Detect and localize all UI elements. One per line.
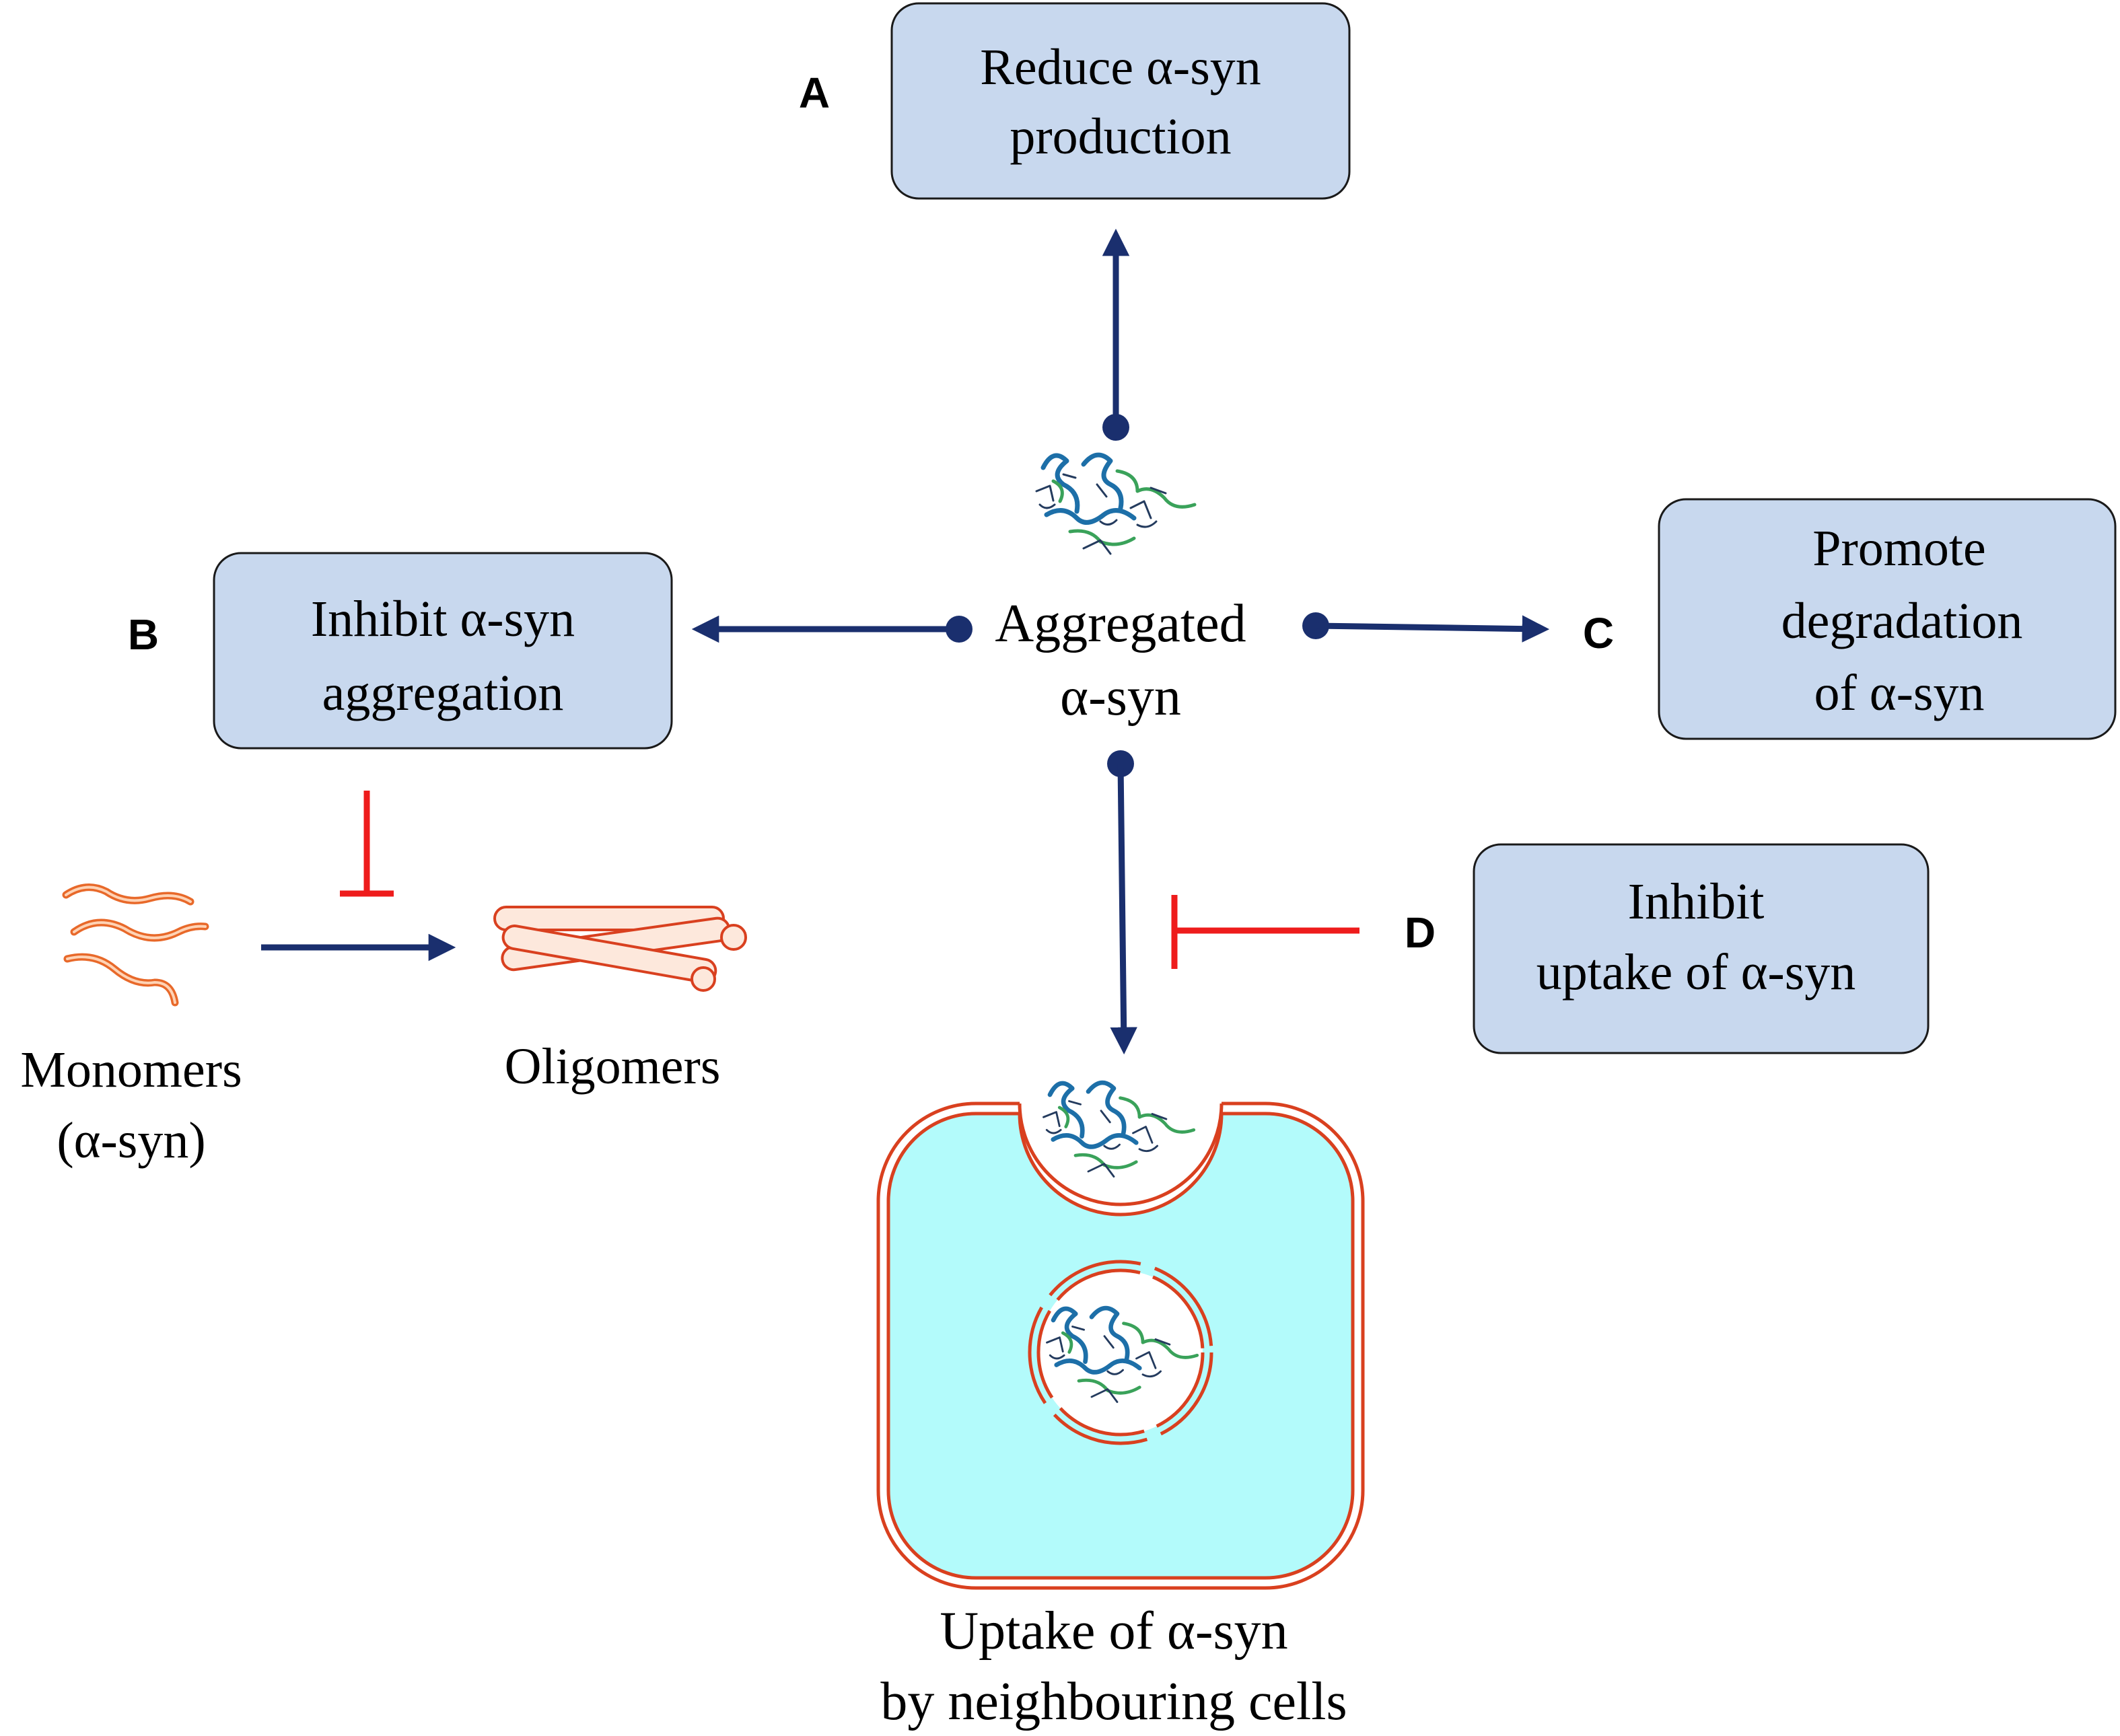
oligomers-icon xyxy=(493,906,747,992)
box-b-line2: aggregation xyxy=(322,665,564,721)
endosome xyxy=(1028,1260,1213,1445)
uptake-label-line2: by neighbouring cells xyxy=(880,1672,1347,1731)
box-b-line1: Inhibit α-syn xyxy=(311,591,575,647)
box-a-line2: production xyxy=(1010,108,1231,165)
box-c-line1: Promote xyxy=(1812,520,1986,577)
arrow-to-cell xyxy=(1107,750,1137,1055)
aggregated-alpha-syn-icon xyxy=(1036,455,1195,554)
box-d-line2: uptake of α-syn xyxy=(1536,944,1856,1001)
center-label-line1: Aggregated xyxy=(995,594,1246,653)
box-a-line1: Reduce α-syn xyxy=(980,39,1261,96)
monomers-label-line2: (α-syn) xyxy=(57,1112,205,1169)
center-label-line2: α-syn xyxy=(1060,667,1181,727)
panel-label-b: B xyxy=(128,610,159,659)
panel-label-a: A xyxy=(799,69,830,117)
box-inhibit-uptake: Inhibit uptake of α-syn xyxy=(1473,843,1930,1054)
box-reduce-production: Reduce α-syn production xyxy=(890,2,1351,200)
box-inhibit-aggregation: Inhibit α-syn aggregation xyxy=(213,552,673,750)
panel-label-d: D xyxy=(1405,908,1436,957)
internalizing-aggregate-icon xyxy=(1044,1083,1194,1177)
box-d-line1: Inhibit xyxy=(1628,873,1765,930)
panel-label-c: C xyxy=(1583,609,1614,657)
arrow-to-c xyxy=(1302,612,1550,643)
box-c-line2: degradation xyxy=(1781,593,2023,649)
box-c-line3: of α-syn xyxy=(1814,665,1984,721)
box-promote-degradation: Promote degradation of α-syn xyxy=(1658,498,2117,740)
inhibit-uptake-marker xyxy=(1171,895,1359,969)
inhibit-aggregation-marker xyxy=(340,791,394,897)
arrow-to-b xyxy=(691,615,973,643)
monomers-icon xyxy=(62,883,209,1007)
arrow-to-a xyxy=(1102,228,1130,441)
monomers-label-line1: Monomers xyxy=(20,1042,242,1098)
oligomers-label: Oligomers xyxy=(505,1038,721,1095)
uptake-label-line1: Uptake of α-syn xyxy=(940,1601,1287,1661)
